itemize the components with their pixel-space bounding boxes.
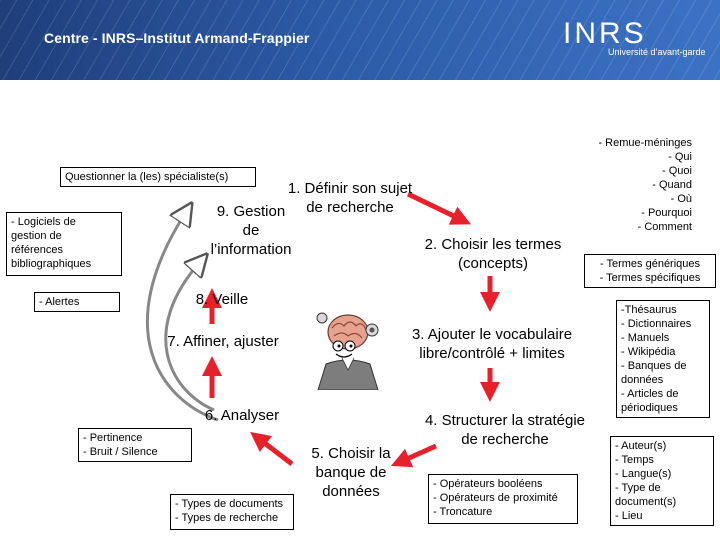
- step-9-label: 9. Gestion de l’information: [198, 202, 304, 259]
- alerts-box: - Alertes: [34, 292, 120, 312]
- step-8-label: 8. Veille: [182, 290, 262, 309]
- specialist-box: Questionner la (les) spécialiste(s): [60, 167, 256, 187]
- software-box: - Logiciels de gestion de références bib…: [6, 212, 122, 276]
- step-6-label: 6. Analyser: [186, 406, 298, 425]
- step-2-label: 2. Choisir les termes (concepts): [408, 235, 578, 273]
- doc-types-box: - Types de documents - Types de recherch…: [170, 494, 294, 530]
- step-3-label: 3. Ajouter le vocabulaire libre/contrôlé…: [394, 325, 590, 363]
- relevance-box: - Pertinence - Bruit / Silence: [78, 428, 192, 462]
- step-5-label: 5. Choisir la banque de données: [296, 444, 406, 501]
- author-box: - Auteur(s) - Temps - Langue(s) - Type d…: [610, 436, 714, 526]
- arrow-step5-to-step6: [258, 438, 292, 464]
- brainstorm-box: - Remue-méninges - Qui - Quoi - Quand - …: [582, 134, 698, 242]
- step-4-label: 4. Structurer la stratégie de recherche: [408, 411, 602, 449]
- thinking-person-illustration: [312, 308, 384, 390]
- step-7-label: 7. Affiner, ajuster: [148, 332, 298, 351]
- thesaurus-box: -Thésaurus - Dictionnaires - Manuels - W…: [616, 300, 710, 418]
- terms-box: - Termes génériques - Termes spécifiques: [584, 254, 716, 288]
- operators-box: - Opérateurs booléens - Opérateurs de pr…: [428, 474, 578, 524]
